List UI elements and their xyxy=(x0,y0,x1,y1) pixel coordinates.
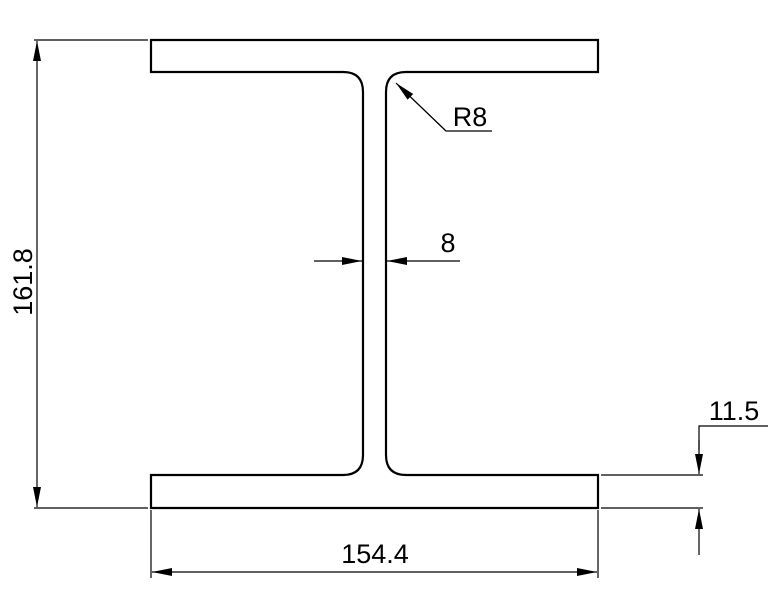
height-label: 161.8 xyxy=(8,248,38,316)
width-dimension xyxy=(150,510,599,578)
width-label: 154.4 xyxy=(341,539,409,569)
flange-thickness-dimension xyxy=(601,425,768,555)
fillet-radius-label: R8 xyxy=(453,102,488,132)
i-beam-profile xyxy=(149,38,600,510)
web-thickness-label: 8 xyxy=(440,228,455,258)
height-dimension xyxy=(33,39,148,509)
fillet-radius-leader xyxy=(395,82,492,132)
flange-thickness-label: 11.5 xyxy=(709,396,760,426)
